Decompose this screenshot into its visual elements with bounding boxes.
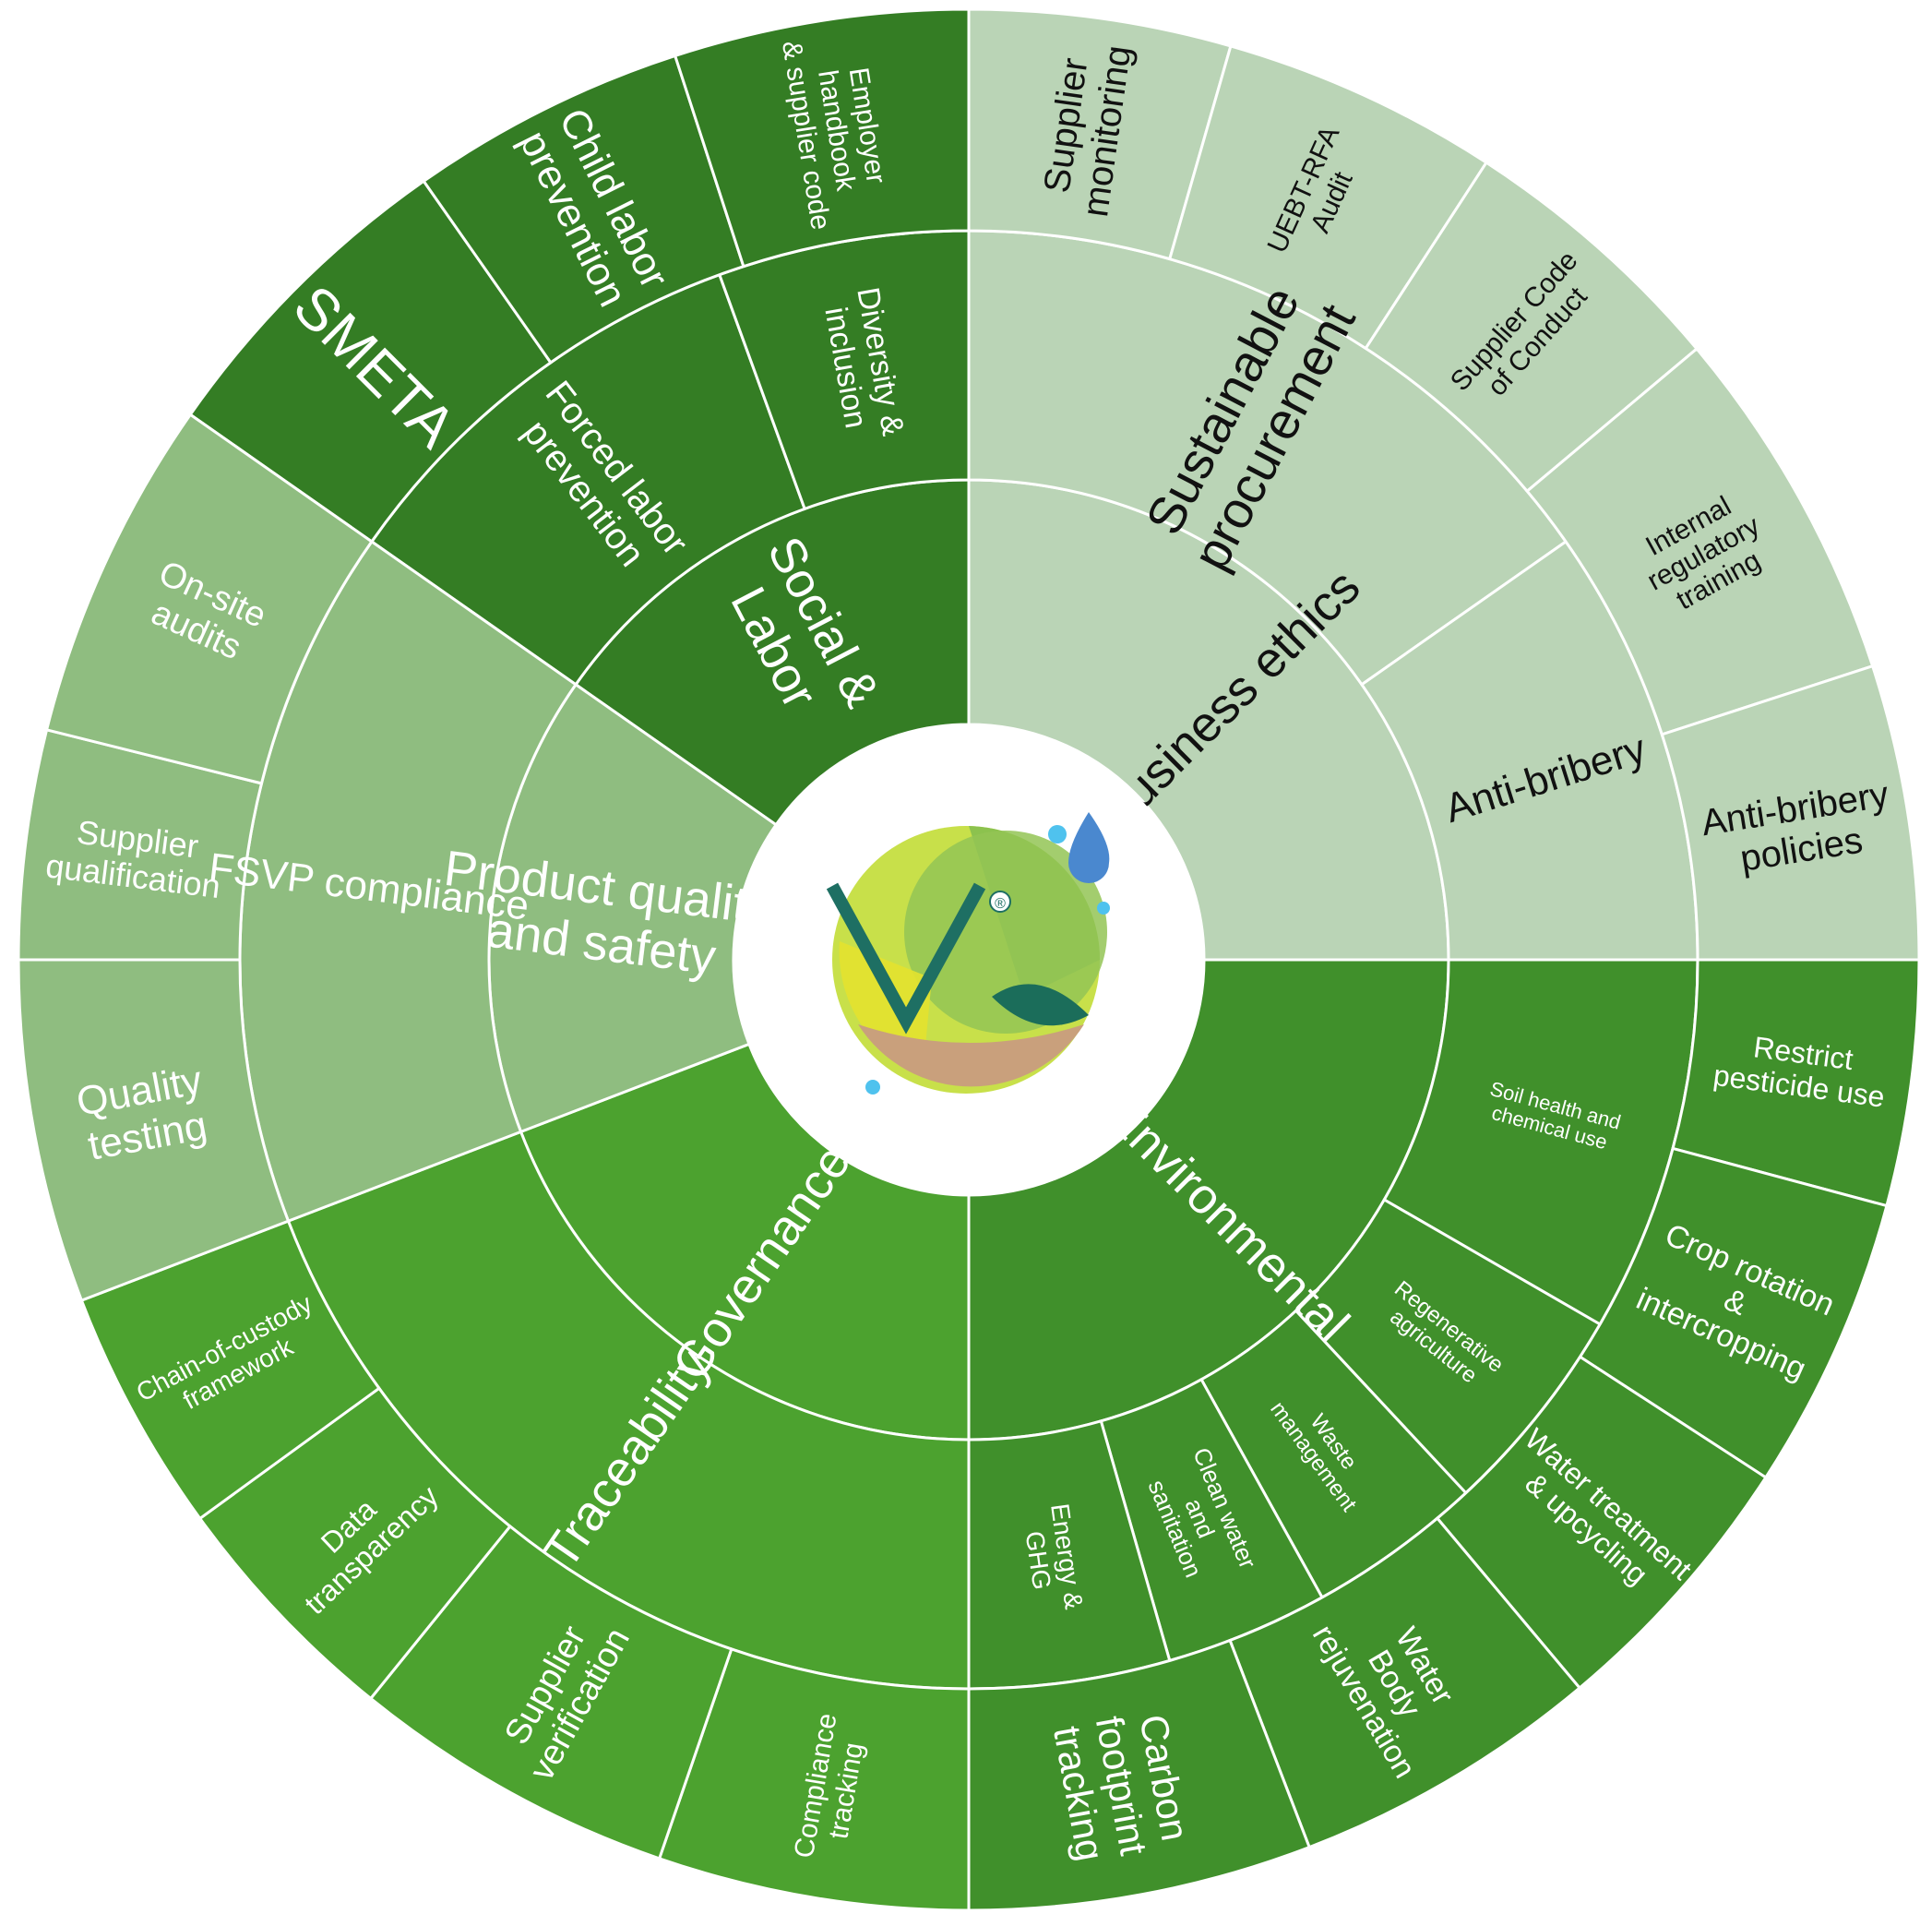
outer-on-site-audits [44, 413, 374, 785]
center-logo: ® [733, 724, 1204, 1195]
v-mark-icon [826, 882, 986, 1035]
outer-quality-testing-label: Qualitytesting [73, 1058, 214, 1170]
wheel-segments [17, 7, 1921, 1912]
leaf-icon [992, 984, 1089, 1026]
registered-mark: ® [995, 896, 1006, 912]
outer-carbon-footprint-label: Carbonfootprinttracking [1044, 1705, 1198, 1866]
water-drop-icon [1068, 812, 1110, 883]
water-dot-icon [865, 1080, 880, 1095]
v-leaf-globe-logo: ® [826, 812, 1110, 1095]
water-dot-icon [1097, 902, 1110, 915]
water-dot-icon [1048, 825, 1067, 843]
